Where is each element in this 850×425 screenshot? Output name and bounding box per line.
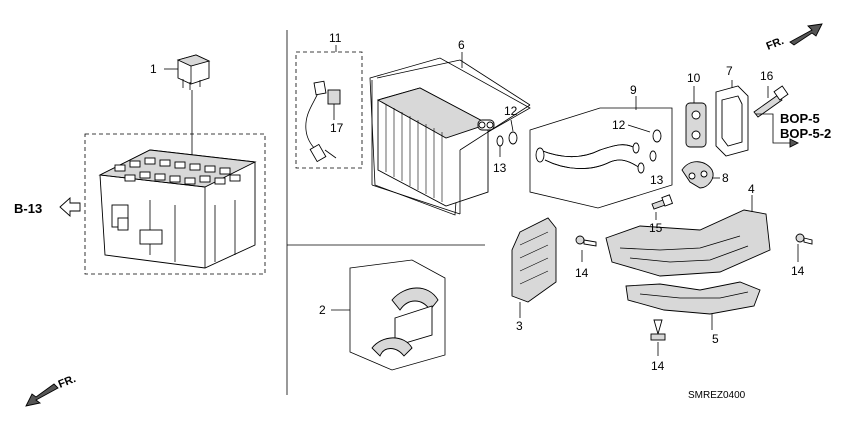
callout-9: 9 xyxy=(630,83,637,97)
callout-14-right: 14 xyxy=(791,264,805,278)
callout-11: 11 xyxy=(329,31,342,45)
bop-reference[interactable]: BOP-5 BOP-5-2 xyxy=(756,111,831,148)
section-dividers xyxy=(286,30,485,395)
duct-5-part[interactable] xyxy=(625,281,761,330)
wire-harness-part[interactable] xyxy=(295,51,363,169)
o-ring-set-left[interactable] xyxy=(496,119,518,157)
b13-reference[interactable]: B-13 xyxy=(14,196,81,218)
evaporator-part[interactable] xyxy=(369,57,531,216)
callout-10: 10 xyxy=(687,71,701,85)
diagram-code: SMREZ0400 xyxy=(688,390,746,401)
bolt-16-part[interactable] xyxy=(753,85,789,118)
callout-15: 15 xyxy=(649,221,663,235)
relay-part[interactable] xyxy=(164,54,211,90)
callout-4: 4 xyxy=(748,182,755,196)
b13-label: B-13 xyxy=(14,201,42,216)
front-direction-arrow-bottom: FR. xyxy=(25,373,78,407)
callout-17: 17 xyxy=(330,121,344,135)
callout-2: 2 xyxy=(319,303,326,317)
callout-12-left: 12 xyxy=(504,104,518,118)
evaporator-fins xyxy=(385,104,443,202)
front-direction-arrow-top: FR. xyxy=(765,23,823,53)
screw-14-bottom[interactable] xyxy=(650,319,666,356)
callout-13-right: 13 xyxy=(650,173,664,187)
pipe-assembly-part[interactable] xyxy=(529,107,673,209)
fuse-box-assembly[interactable] xyxy=(84,133,266,275)
bop5-label: BOP-5 xyxy=(780,111,820,126)
valve-seal-part[interactable] xyxy=(715,80,749,157)
callout-12-right: 12 xyxy=(612,118,626,132)
fr-label-top: FR. xyxy=(765,35,786,53)
callout-8: 8 xyxy=(722,171,729,185)
screw-14-right[interactable] xyxy=(795,233,813,262)
bop52-label: BOP-5-2 xyxy=(780,126,831,141)
bolt-15-part[interactable] xyxy=(651,194,674,220)
callout-13-left: 13 xyxy=(493,161,507,175)
screw-14-left[interactable] xyxy=(575,235,597,262)
fr-label-bottom: FR. xyxy=(57,373,78,391)
fuse-slots xyxy=(114,157,241,185)
callout-14-left: 14 xyxy=(575,266,589,280)
insulator-2-part[interactable] xyxy=(331,259,446,371)
callout-6: 6 xyxy=(458,38,465,52)
clip-8-part[interactable] xyxy=(681,161,720,189)
callout-3: 3 xyxy=(516,319,523,333)
duct-3-part[interactable] xyxy=(511,217,557,318)
callout-5: 5 xyxy=(712,332,719,346)
duct-4-part[interactable] xyxy=(605,195,771,277)
callout-16: 16 xyxy=(760,69,774,83)
callout-7: 7 xyxy=(726,64,733,78)
callout-1: 1 xyxy=(150,62,157,76)
callout-14-bottom: 14 xyxy=(651,359,665,373)
callout-numbers: 1 2 3 4 5 6 7 8 9 10 11 12 12 13 13 14 1… xyxy=(150,31,805,373)
expansion-valve-part[interactable] xyxy=(685,86,707,148)
